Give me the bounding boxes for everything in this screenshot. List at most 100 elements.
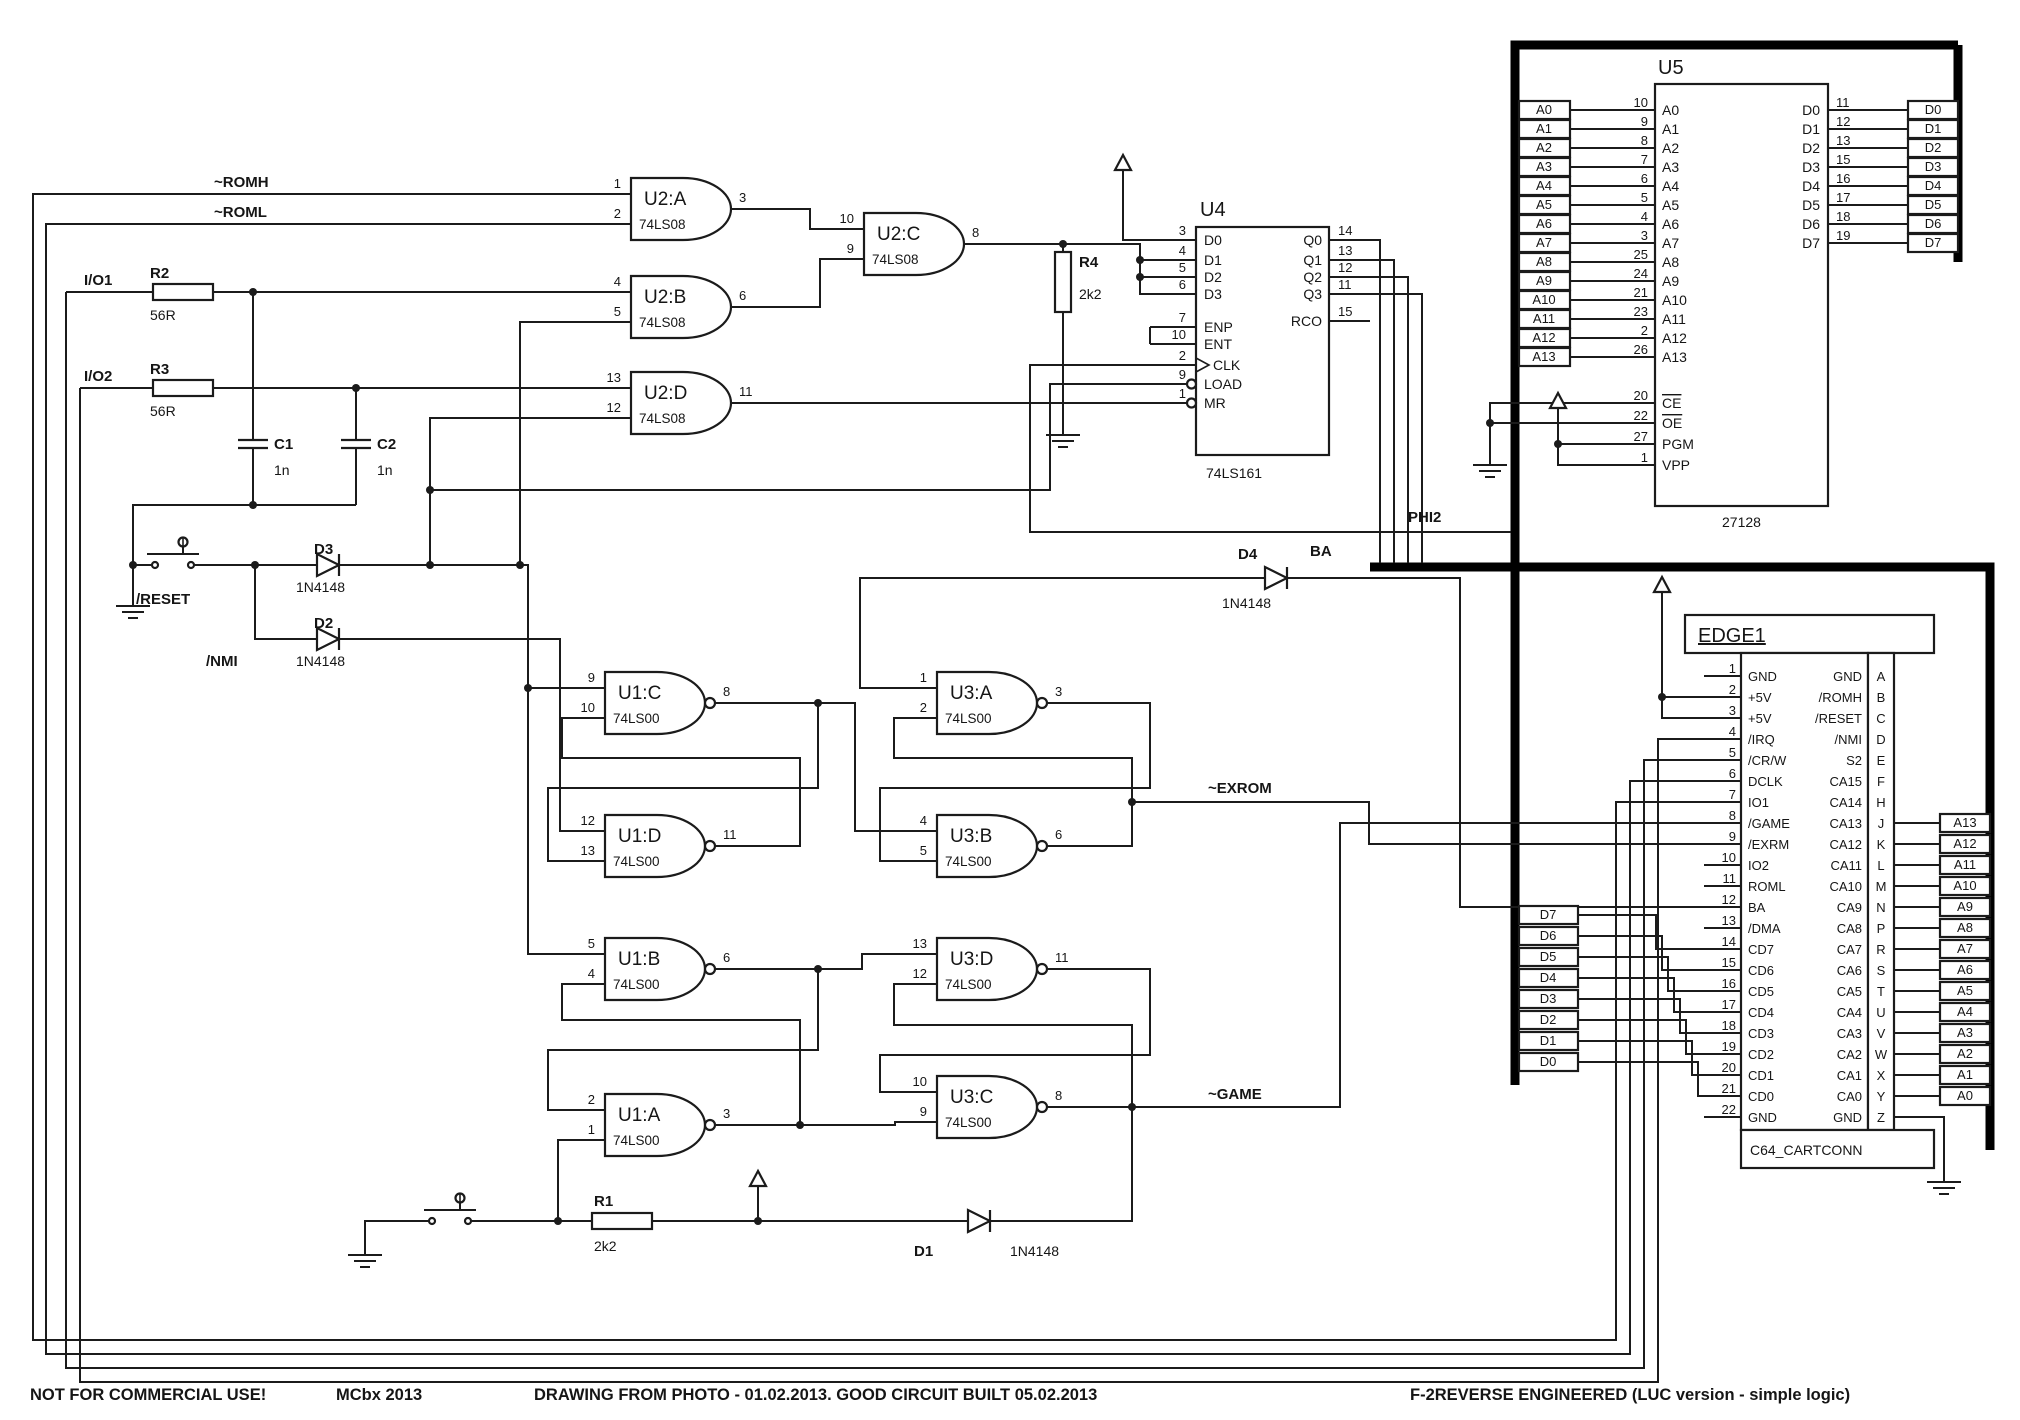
- svg-text:C: C: [1876, 711, 1885, 726]
- svg-text:1N4148: 1N4148: [1010, 1243, 1059, 1259]
- svg-text:C2: C2: [377, 436, 396, 453]
- svg-text:8: 8: [972, 225, 979, 240]
- svg-text:D1: D1: [1540, 1033, 1557, 1048]
- ground-symbol-u5: [1472, 454, 1508, 478]
- svg-text:74LS00: 74LS00: [945, 711, 992, 726]
- svg-text:W: W: [1875, 1047, 1888, 1062]
- svg-text:LOAD: LOAD: [1204, 376, 1242, 392]
- svg-text:D0: D0: [1802, 102, 1820, 118]
- svg-text:A0: A0: [1957, 1088, 1973, 1103]
- svg-text:4: 4: [614, 274, 621, 289]
- svg-text:D1: D1: [914, 1243, 933, 1260]
- svg-text:+5V: +5V: [1748, 711, 1772, 726]
- svg-text:1: 1: [1641, 450, 1648, 465]
- svg-text:D1: D1: [1802, 121, 1820, 137]
- label-romh: ~ROMH: [214, 174, 269, 191]
- svg-text:3: 3: [739, 190, 746, 205]
- svg-text:12: 12: [607, 400, 621, 415]
- svg-text:13: 13: [913, 936, 927, 951]
- svg-text:/NMI: /NMI: [1835, 732, 1862, 747]
- svg-text:16: 16: [1722, 976, 1736, 991]
- svg-text:E: E: [1877, 753, 1886, 768]
- label-exrom: ~EXROM: [1208, 780, 1272, 797]
- svg-text:CA11: CA11: [1830, 858, 1862, 873]
- svg-text:2: 2: [1729, 682, 1736, 697]
- svg-text:IO2: IO2: [1748, 858, 1769, 873]
- svg-text:A13: A13: [1662, 349, 1687, 365]
- svg-text:/EXRM: /EXRM: [1748, 837, 1789, 852]
- diode-d1: D1 1N4148: [914, 1208, 1059, 1260]
- svg-text:CA13: CA13: [1829, 816, 1862, 831]
- svg-text:A12: A12: [1532, 330, 1555, 345]
- svg-text:A1: A1: [1536, 121, 1552, 136]
- svg-text:D2: D2: [1204, 269, 1222, 285]
- svg-text:10: 10: [913, 1074, 927, 1089]
- svg-text:IO1: IO1: [1748, 795, 1769, 810]
- svg-text:D2: D2: [1540, 1012, 1557, 1027]
- svg-text:74LS08: 74LS08: [639, 217, 686, 232]
- footer-left: NOT FOR COMMERCIAL USE!: [30, 1386, 266, 1404]
- svg-text:74LS00: 74LS00: [613, 977, 660, 992]
- svg-text:CE: CE: [1662, 395, 1681, 411]
- svg-text:R2: R2: [150, 265, 169, 282]
- resistor-r2: R2 56R: [150, 265, 215, 323]
- svg-text:CD1: CD1: [1748, 1068, 1774, 1083]
- svg-text:B: B: [1877, 690, 1886, 705]
- svg-text:/DMA: /DMA: [1748, 921, 1781, 936]
- svg-text:U3:A: U3:A: [950, 683, 993, 704]
- svg-text:D3: D3: [314, 541, 333, 558]
- svg-text:CD6: CD6: [1748, 963, 1774, 978]
- svg-text:A5: A5: [1662, 197, 1679, 213]
- svg-text:11: 11: [1723, 871, 1737, 886]
- svg-text:A2: A2: [1957, 1046, 1973, 1061]
- svg-text:U4: U4: [1200, 199, 1226, 221]
- svg-text:5: 5: [588, 936, 595, 951]
- svg-text:R4: R4: [1079, 254, 1099, 271]
- svg-text:1: 1: [588, 1122, 595, 1137]
- svg-text:9: 9: [847, 241, 854, 256]
- svg-text:A12: A12: [1953, 836, 1976, 851]
- svg-text:A6: A6: [1662, 216, 1679, 232]
- svg-text:2: 2: [1641, 323, 1648, 338]
- svg-text:CA0: CA0: [1837, 1089, 1862, 1104]
- svg-text:1: 1: [1179, 386, 1186, 401]
- wire-layer: [32, 170, 1945, 1383]
- svg-text:ROML: ROML: [1748, 879, 1786, 894]
- ic-u4: U474LS1613D04D15D26D37ENP10ENT2CLK9LOAD1…: [1150, 199, 1370, 481]
- svg-text:11: 11: [739, 384, 753, 399]
- svg-text:A9: A9: [1957, 899, 1973, 914]
- svg-text:11: 11: [723, 827, 737, 842]
- title-block: NOT FOR COMMERCIAL USE! MCbx 2013 DRAWIN…: [30, 1386, 1850, 1404]
- svg-text:A3: A3: [1662, 159, 1679, 175]
- svg-text:D2: D2: [1802, 140, 1820, 156]
- svg-text:1N4148: 1N4148: [296, 579, 345, 595]
- svg-text:4: 4: [1179, 243, 1186, 258]
- svg-text:A9: A9: [1662, 273, 1679, 289]
- svg-text:U1:A: U1:A: [618, 1105, 661, 1126]
- svg-text:8: 8: [1641, 133, 1648, 148]
- svg-text:CA3: CA3: [1837, 1026, 1862, 1041]
- svg-text:74LS08: 74LS08: [639, 411, 686, 426]
- label-io1: I/O1: [84, 272, 112, 289]
- svg-text:13: 13: [1722, 913, 1736, 928]
- svg-text:2k2: 2k2: [1079, 286, 1102, 302]
- svg-text:D0: D0: [1540, 1054, 1557, 1069]
- svg-text:A6: A6: [1957, 962, 1973, 977]
- svg-text:5: 5: [1729, 745, 1736, 760]
- svg-text:D0: D0: [1204, 232, 1222, 248]
- svg-text:3: 3: [1179, 223, 1186, 238]
- svg-text:A8: A8: [1957, 920, 1973, 935]
- svg-text:A9: A9: [1536, 273, 1552, 288]
- svg-text:D6: D6: [1802, 216, 1820, 232]
- svg-text:T: T: [1877, 984, 1885, 999]
- svg-text:4: 4: [588, 966, 595, 981]
- svg-text:Y: Y: [1877, 1089, 1886, 1104]
- svg-text:U2:A: U2:A: [644, 189, 687, 210]
- svg-text:6: 6: [723, 950, 730, 965]
